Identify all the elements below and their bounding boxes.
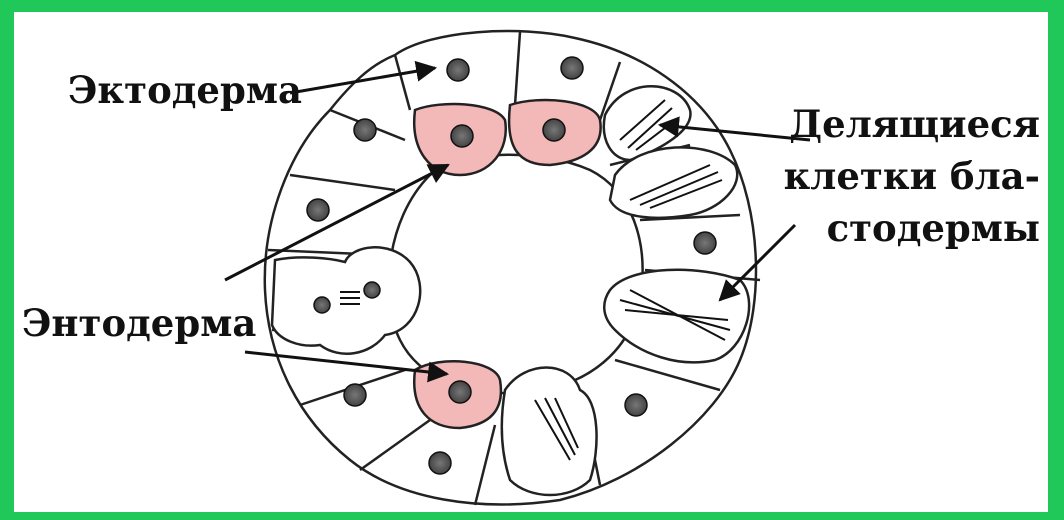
nucleus xyxy=(429,452,451,474)
label-dividing-cells: Делящиеся клетки бла- стодермы xyxy=(784,98,1040,254)
nucleus xyxy=(625,394,647,416)
label-dividing-line-3: стодермы xyxy=(784,202,1040,254)
nucleus xyxy=(354,119,376,141)
nucleus xyxy=(561,57,583,79)
blastocoel xyxy=(389,155,643,393)
nucleus xyxy=(307,199,329,221)
nucleus xyxy=(451,125,473,147)
label-endoderm: Энтодерма xyxy=(22,305,256,342)
nucleus xyxy=(543,119,565,141)
nucleus xyxy=(449,381,471,403)
nucleus xyxy=(447,59,469,81)
nucleus xyxy=(344,384,366,406)
nucleus xyxy=(694,232,716,254)
nucleus xyxy=(314,297,330,313)
label-dividing-line-1: Делящиеся xyxy=(784,98,1040,150)
label-dividing-line-2: клетки бла- xyxy=(784,150,1040,202)
nucleus xyxy=(364,282,380,298)
label-ectoderm: Эктодерма xyxy=(68,72,302,109)
